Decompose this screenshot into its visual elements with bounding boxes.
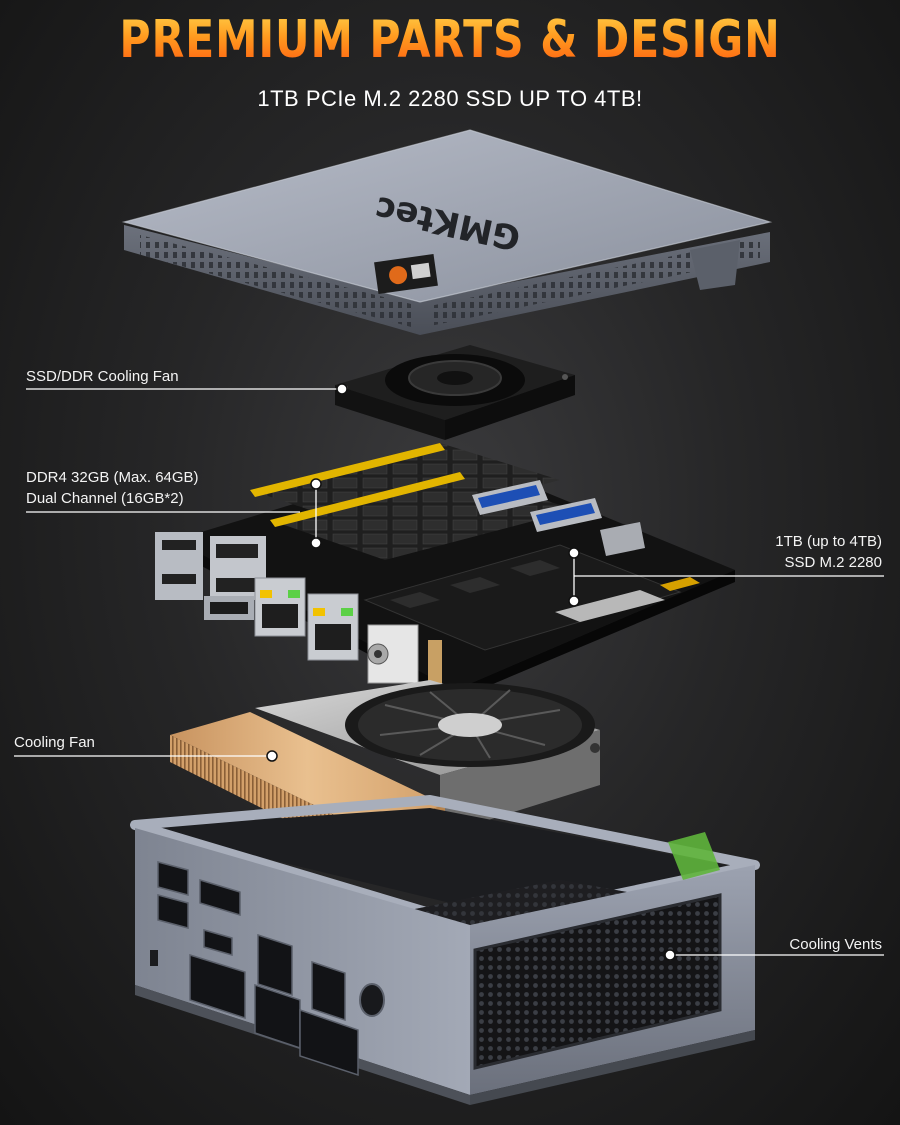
callout-lines <box>14 388 884 956</box>
m2-ssd <box>363 544 700 651</box>
ethernet-port-1 <box>254 577 306 637</box>
headline: PREMIUM PARTS & DESIGN <box>81 10 819 70</box>
ssd-ddr-cooling-fan <box>335 345 575 440</box>
callout-dots <box>266 383 676 961</box>
callout-ssd-line1: 1TB (up to 4TB) <box>775 533 882 550</box>
callout-ddr4-line1: DDR4 32GB (Max. 64GB) <box>26 469 199 486</box>
motherboard <box>155 443 735 700</box>
callout-ssd-line2: SSD M.2 2280 <box>784 554 882 571</box>
callout-ddr4-line2: Dual Channel (16GB*2) <box>26 490 184 507</box>
bottom-chassis <box>130 795 760 1105</box>
dc-jack <box>367 624 442 688</box>
callout-cooling-fan: Cooling Fan <box>14 734 95 751</box>
callout-cooling-vents: Cooling Vents <box>789 936 882 953</box>
chassis-port-cutouts <box>157 861 359 1077</box>
subheadline: 1TB PCIe M.2 2280 SSD UP TO 4TB! <box>257 86 643 111</box>
cpu-badge-icon <box>374 253 438 295</box>
callout-ssd-ddr-cooling-fan: SSD/DDR Cooling Fan <box>26 368 179 385</box>
rear-usb-ports <box>472 480 645 556</box>
front-usb-stack <box>155 532 266 620</box>
cooling-vent-mesh <box>473 893 722 1070</box>
ethernet-port-2 <box>307 593 359 661</box>
chassis-dc-hole <box>359 983 385 1017</box>
kensington-lock-icon <box>150 950 158 966</box>
top-lid: GMKtec <box>121 129 773 335</box>
